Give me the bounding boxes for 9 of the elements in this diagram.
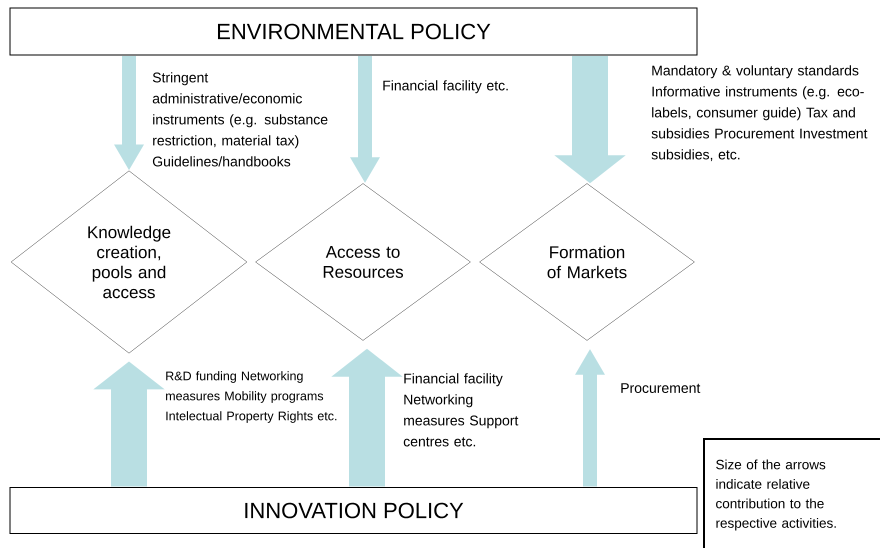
- policy-box: INNOVATION POLICY: [10, 487, 698, 534]
- edge-label: R&D funding Networking measures Mobility programs Intelectual Property Rights etc.: [166, 371, 336, 423]
- note-box: Size of the arrows indicate relative contribution to the respective activities.: [703, 438, 880, 548]
- edge-label: Stringent administrative/economic instruments (e.g. substance restriction, material tax) Guidelines/handbooks: [152, 72, 328, 166]
- edge-label: Financial facility Networking measures Support centres etc.: [404, 373, 518, 446]
- edge-label: Financial facility etc.: [383, 80, 508, 94]
- policy-box: ENVIRONMENTAL POLICY: [10, 8, 698, 56]
- edge-label: Mandatory & voluntary standards Informative instruments (e.g. eco-labels, consumer guide) Tax and subsidies Procurement Investment subsidies, etc.: [652, 65, 868, 162]
- edge-label: Procurement: [621, 383, 700, 393]
